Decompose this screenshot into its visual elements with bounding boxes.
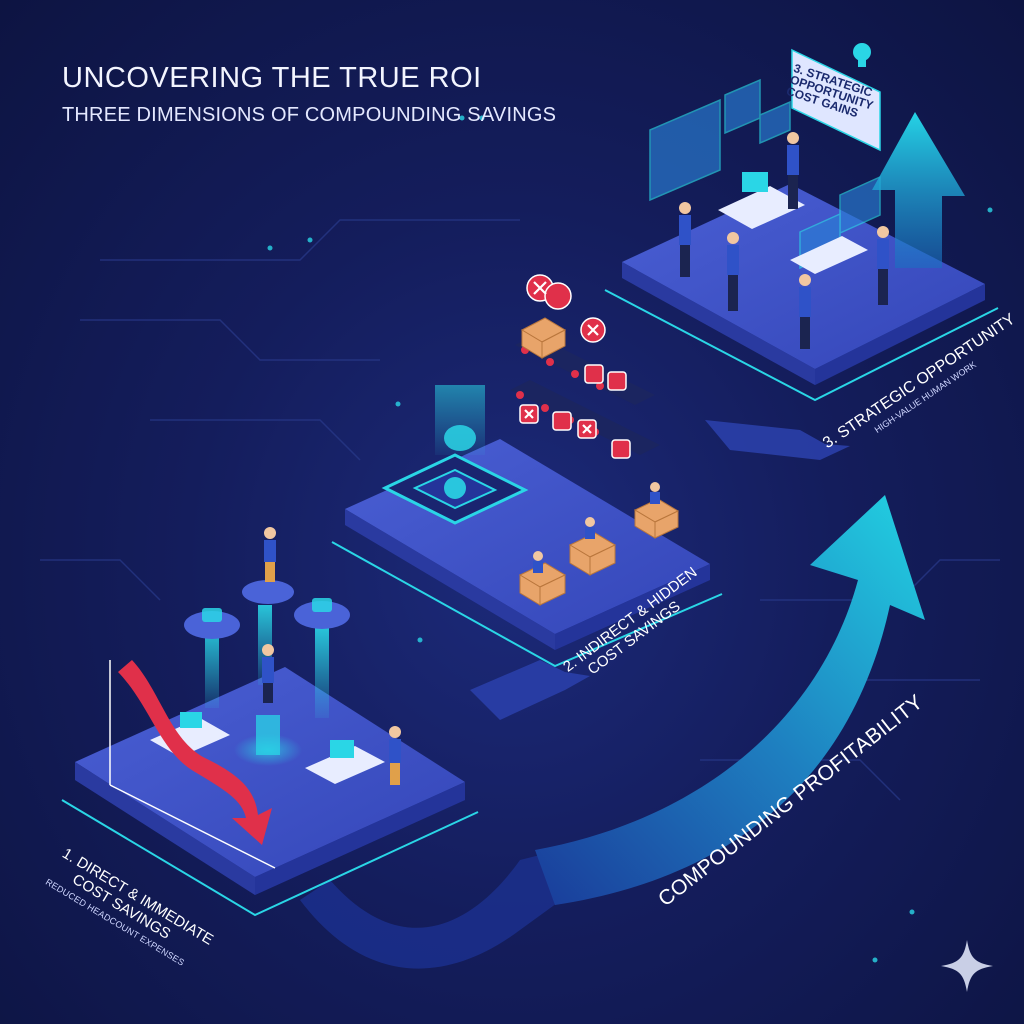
person-figure: [533, 482, 660, 573]
flow-connector-1-2: [470, 660, 590, 720]
platform-indirect-savings: [331, 274, 723, 668]
cost-down-arrow: [118, 660, 272, 845]
lightbulb-icon: [853, 43, 871, 67]
desk-workstation: [718, 186, 805, 229]
brain-chip-icon: [381, 385, 529, 525]
person-figure: [262, 527, 401, 785]
strategic-sign: [791, 48, 881, 152]
person-figure: [679, 132, 889, 349]
page-subtitle: THREE DIMENSIONS OF COMPOUNDING SAVINGS: [62, 104, 557, 126]
sparkle-icon: [941, 940, 993, 992]
cardboard-box: [518, 317, 680, 606]
robot-icon: [202, 598, 332, 622]
platform-strategic-opportunity: [604, 43, 999, 402]
platform-direct-savings: [61, 527, 479, 917]
growth-up-arrow: [872, 112, 965, 268]
page-title: UNCOVERING THE TRUE ROI: [62, 62, 482, 94]
x-mark-icon: [519, 274, 631, 459]
flow-connector-2-3: [705, 420, 850, 460]
compounding-arrow: [300, 495, 925, 969]
